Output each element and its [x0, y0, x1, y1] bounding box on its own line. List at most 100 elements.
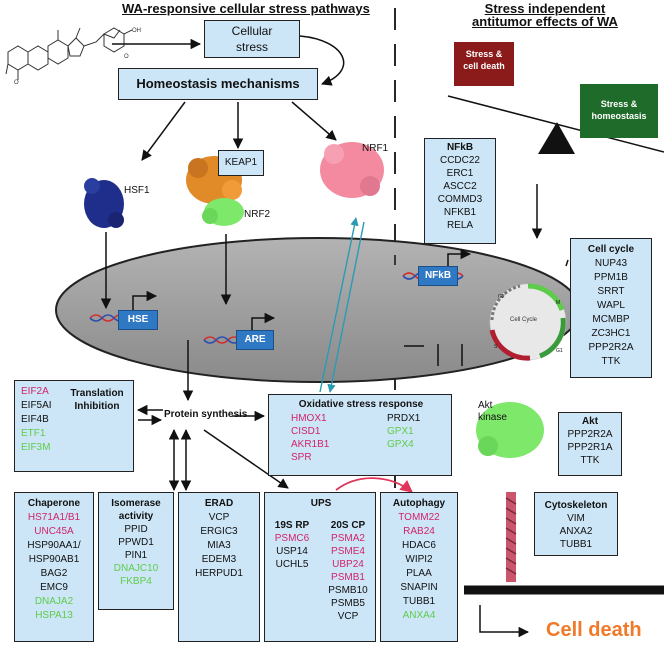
nrf1-label: NRF1: [362, 143, 389, 154]
gene-item: VIM: [567, 513, 585, 524]
gene-item: USP14: [276, 546, 308, 557]
gene-item: PSMB5: [331, 598, 365, 609]
gene-item: PRDX1: [387, 413, 421, 424]
gene-item: TTK: [601, 356, 621, 367]
gene-item: PPP2R2A: [567, 429, 613, 440]
gene-item: ANXA4: [402, 610, 436, 621]
gene-item: NFKB1: [443, 207, 477, 218]
phase-s: S: [494, 344, 498, 350]
gene-item: PSME4: [331, 546, 365, 557]
gene-item: PSMB1: [331, 572, 365, 583]
gene-item: NUP43: [594, 258, 628, 269]
ups-gene-box: UPS 19S RP PSMC6 USP14 UCHL5 20S CP PSMA…: [264, 492, 376, 642]
keap1-box: KEAP1: [218, 150, 264, 176]
gene-item: MCMBP: [592, 314, 630, 325]
translation-title: Translation Inhibition: [70, 388, 124, 412]
stress-cell-death-box: Stress & cell death: [454, 42, 514, 86]
translation-gene-list: EIF2A EIF5AI EIF4B ETF1 EIF3M: [21, 385, 52, 455]
gene-item: ETF1: [21, 428, 46, 439]
cytoskeleton-filament-icon: [505, 492, 517, 582]
gene-item: PSMA2: [331, 533, 365, 544]
akt-kinase-label: Akt kinase: [478, 400, 507, 423]
svg-text:O: O: [124, 54, 129, 60]
gene-item: VCP: [337, 611, 359, 622]
gene-item: WAPL: [597, 300, 625, 311]
gene-item: BAG2: [40, 568, 68, 579]
nfkb-element: NFkB: [418, 266, 458, 286]
gene-item: EIF2A: [21, 386, 49, 397]
chaperone-gene-box: Chaperone HS71A1/B1 UNC45A HSP90AA1/ HSP…: [14, 492, 94, 642]
gene-item: PLAA: [406, 568, 432, 579]
oxidative-title: Oxidative stress response: [298, 399, 424, 410]
erad-gene-box: ERAD VCP ERGIC3 MIA3 EDEM3 HERPUD1: [178, 492, 260, 642]
isomerase-gene-box: Isomerase activity PPID PPWD1 PIN1 DNAJC…: [98, 492, 174, 610]
gene-item: TOMM22: [398, 512, 440, 523]
gene-item: SNAPIN: [400, 582, 438, 593]
gene-item: SRRT: [597, 286, 625, 297]
gene-item: EIF4B: [21, 414, 49, 425]
cytoskeleton-gene-box: Cytoskeleton VIM ANXA2 TUBB1: [534, 492, 618, 556]
gene-item: ANXA2: [559, 526, 593, 537]
hsf1-protein-icon: [84, 178, 124, 228]
nrf1-protein-icon: [320, 142, 384, 198]
left-section-title: WA-responsive cellular stress pathways: [122, 1, 370, 16]
svg-text:O: O: [14, 80, 19, 86]
gene-item: HS71A1/B1: [27, 512, 81, 523]
gene-item: COMMD3: [437, 194, 483, 205]
gene-item: PPP2R2A: [588, 342, 634, 353]
gene-item: PPP2R1A: [567, 442, 613, 453]
right-section-title: Stress independent antitumor effects of …: [472, 1, 618, 29]
gene-item: TUBB1: [402, 596, 436, 607]
gene-item: HSPA13: [35, 610, 73, 621]
gene-item: PSMC6: [274, 533, 310, 544]
cell-cycle-diagram-icon: [489, 283, 567, 361]
gene-item: CCDC22: [439, 155, 480, 166]
cellular-stress-box: Cellular stress: [204, 20, 300, 58]
gene-item: HSP90AA1/: [27, 540, 81, 551]
gene-item: RAB24: [403, 526, 435, 537]
gene-item: ERGIC3: [200, 526, 238, 537]
gene-item: HMOX1: [291, 413, 327, 424]
hsf1-label: HSF1: [124, 185, 150, 196]
gene-item: PPID: [124, 524, 148, 535]
phase-g1: G1: [556, 348, 563, 354]
cell-death-label: Cell death: [546, 619, 642, 641]
gene-item: EIF3M: [21, 442, 51, 453]
gene-item: PPWD1: [118, 537, 154, 548]
ups-19s-column: 19S RP PSMC6 USP14 UCHL5: [267, 519, 317, 571]
ups-title: UPS: [310, 498, 332, 509]
gene-item: PIN1: [124, 550, 148, 561]
gene-item: DNAJC10: [113, 563, 159, 574]
gene-item: EMC9: [40, 582, 68, 593]
akt-gene-box: Akt PPP2R2A PPP2R1A TTK: [558, 412, 622, 476]
oxidative-stress-box: Oxidative stress response HMOX1 CISD1 AK…: [268, 394, 452, 476]
akt-kinase-protein-icon: [476, 402, 544, 458]
gene-item: PPM1B: [594, 272, 628, 283]
oxidative-col1: HMOX1 CISD1 AKR1B1 SPR: [291, 412, 329, 464]
nrf2-protein-icon: [202, 198, 244, 226]
gene-item: ERC1: [446, 168, 474, 179]
translation-inhibition-box: EIF2A EIF5AI EIF4B ETF1 EIF3M Translatio…: [14, 380, 134, 472]
ups-20s-column: 20S CP PSMA2 PSME4 UBP24 PSMB1 PSMB10 PS…: [321, 519, 375, 623]
nfkb-gene-box: NFkB CCDC22 ERC1 ASCC2 COMMD3 NFKB1 RELA: [424, 138, 496, 244]
gene-item: GPX4: [387, 439, 414, 450]
gene-item: UCHL5: [275, 559, 309, 570]
gene-item: EIF5AI: [21, 400, 52, 411]
phase-m: M: [556, 300, 561, 306]
gene-item: HDAC6: [402, 540, 436, 551]
withaferin-structure-icon: [5, 27, 133, 80]
gene-item: FKBP4: [120, 576, 152, 587]
gene-item: HERPUD1: [195, 568, 243, 579]
phase-g2: G2: [498, 294, 505, 300]
gene-item: WIPI2: [405, 554, 433, 565]
gene-item: EDEM3: [201, 554, 237, 565]
autophagy-gene-box: Autophagy TOMM22 RAB24 HDAC6 WIPI2 PLAA …: [380, 492, 458, 642]
gene-item: HSP90AB1: [28, 554, 80, 565]
gene-item: ASCC2: [443, 181, 477, 192]
gene-item: CISD1: [291, 426, 321, 437]
stress-homeostasis-box: Stress & homeostasis: [580, 84, 658, 138]
svg-text:OH: OH: [132, 28, 141, 34]
gene-item: SPR: [291, 452, 312, 463]
gene-item: TTK: [580, 455, 600, 466]
cell-cycle-diagram-label: Cell Cycle: [510, 317, 538, 323]
